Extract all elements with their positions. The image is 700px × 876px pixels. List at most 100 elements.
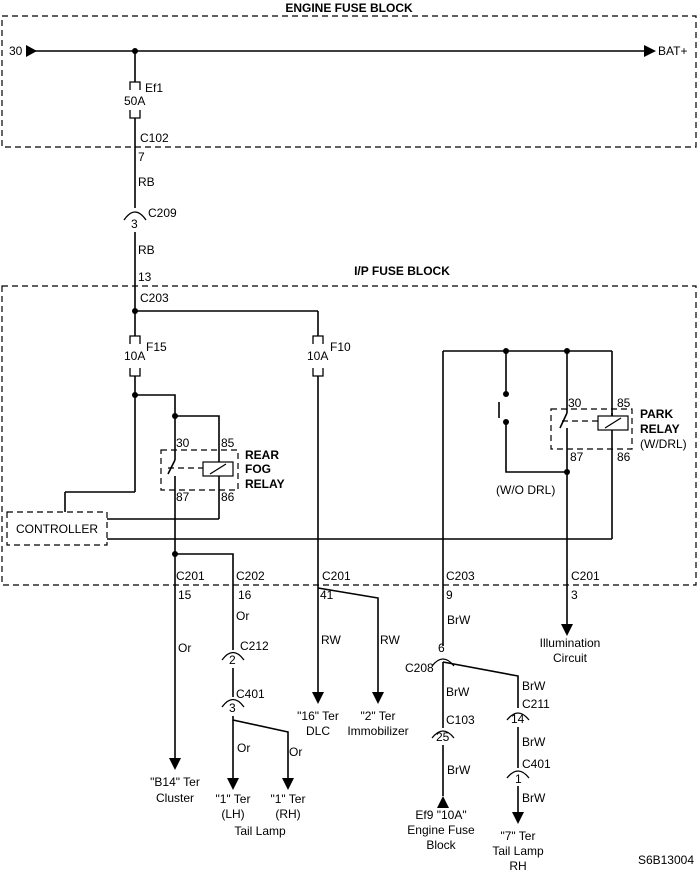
rear-fog-relay-label-3: RELAY xyxy=(245,477,285,491)
wire-color-or-1: Or xyxy=(178,641,191,655)
dest-tail-lh-1: "1" Ter xyxy=(216,792,251,806)
connector-c201-a: C201 xyxy=(176,569,205,583)
pin-25: 25 xyxy=(436,730,450,744)
connector-c201-b: C201 xyxy=(322,569,351,583)
connector-c211: C211 xyxy=(522,697,550,711)
pin-15: 15 xyxy=(178,588,192,602)
connector-c401-a-symbol xyxy=(221,698,245,708)
fuse-f10-rating: 10A xyxy=(307,349,328,363)
engine-fuse-block-outline xyxy=(1,15,697,148)
terminal-30-label: 30 xyxy=(9,44,23,58)
dest-ef9-2: Engine Fuse xyxy=(407,823,475,837)
connector-c201-c: C201 xyxy=(571,569,600,583)
wire-color-rb-2: RB xyxy=(138,243,155,257)
dest-tail-rh-1: "1" Ter xyxy=(271,792,306,806)
arrow-cluster xyxy=(169,758,181,770)
connector-c209: C209 xyxy=(148,206,177,220)
pin-14: 14 xyxy=(511,712,525,726)
wire-color-rb-1: RB xyxy=(138,175,155,189)
park-relay-label-3: (W/DRL) xyxy=(640,437,687,451)
park-relay-pin-30: 30 xyxy=(568,396,582,410)
dest-immobilizer-2: Immobilizer xyxy=(347,724,408,738)
rear-fog-relay-contact xyxy=(167,459,203,475)
pin-2: 2 xyxy=(229,653,236,667)
ip-fuse-block-title: I/P FUSE BLOCK xyxy=(354,264,450,278)
bat-plus-label: BAT+ xyxy=(658,44,687,58)
dest-cluster-1: "B14" Ter xyxy=(150,775,200,789)
rear-fog-relay-pin-87: 87 xyxy=(176,490,190,504)
dest-illumination-2: Circuit xyxy=(553,651,588,665)
ip-fuse-block-outline xyxy=(1,285,697,586)
connector-c401-b-symbol xyxy=(506,770,530,779)
dest-tail-rh-2: (RH) xyxy=(275,807,300,821)
fuse-f15-name: F15 xyxy=(146,340,167,354)
main-bus xyxy=(26,45,656,57)
rear-fog-relay-label-2: FOG xyxy=(245,462,271,476)
wire-color-or-4: Or xyxy=(289,745,302,759)
wire-color-or-3: Or xyxy=(237,741,250,755)
wire-color-brw-5: BrW xyxy=(522,735,546,749)
connector-c401-a: C401 xyxy=(236,687,265,701)
pin-9: 9 xyxy=(446,588,453,602)
park-relay-label-1: PARK xyxy=(640,407,673,421)
connector-c211-symbol xyxy=(506,712,530,721)
wire-color-brw-6: BrW xyxy=(522,791,546,805)
arrow-tail-lh xyxy=(227,778,239,790)
dest-immobilizer-1: "2" Ter xyxy=(361,709,396,723)
park-relay-pin-86: 86 xyxy=(617,450,631,464)
engine-fuse-block-title: ENGINE FUSE BLOCK xyxy=(285,1,413,15)
pin-1: 1 xyxy=(515,772,522,786)
arrow-tail-rh xyxy=(282,778,294,790)
connector-c202: C202 xyxy=(236,569,265,583)
fuse-ef1-rating: 50A xyxy=(124,94,145,108)
dest-tail-lamp-rh-3: RH xyxy=(509,859,526,873)
dest-dlc-2: DLC xyxy=(306,724,330,738)
connector-c209-symbol xyxy=(123,211,147,221)
park-relay-label-2: RELAY xyxy=(640,422,680,436)
park-relay-pin-87: 87 xyxy=(570,450,584,464)
dest-tail-lamp-rh-2: Tail Lamp xyxy=(492,844,544,858)
pin-6: 6 xyxy=(438,641,445,655)
rear-fog-relay-label-1: REAR xyxy=(245,448,279,462)
controller-box xyxy=(6,511,108,546)
connector-c212: C212 xyxy=(240,639,269,653)
rear-fog-relay-outline xyxy=(160,449,239,491)
connector-c401-b: C401 xyxy=(522,757,551,771)
wire-color-brw-2: BrW xyxy=(446,685,470,699)
rear-fog-relay-pin-30: 30 xyxy=(176,436,190,450)
connector-c203-bottom: C203 xyxy=(446,569,475,583)
pin-3b: 3 xyxy=(571,588,578,602)
figure-code: S6B13004 xyxy=(638,853,694,867)
arrow-ef9 xyxy=(437,796,449,808)
wire-color-brw-1: BrW xyxy=(447,613,471,627)
arrow-tail-lamp-rh xyxy=(512,812,524,824)
pin-3: 3 xyxy=(131,217,138,231)
park-relay-outline xyxy=(550,408,633,450)
pin-13: 13 xyxy=(138,270,152,284)
connector-c212-symbol xyxy=(221,651,245,661)
park-relay-pin-85: 85 xyxy=(617,396,631,410)
wire-color-brw-4: BrW xyxy=(447,763,471,777)
rear-fog-relay-pin-85: 85 xyxy=(221,436,235,450)
connector-c208: C208 xyxy=(405,661,434,675)
dest-ef9-1: Ef9 "10A" xyxy=(415,808,466,822)
arrow-dlc xyxy=(312,692,324,704)
arrow-illumination xyxy=(561,624,573,636)
pin-3c: 3 xyxy=(229,701,236,715)
wire-color-rw-1: RW xyxy=(321,633,341,647)
rear-fog-relay-pin-86: 86 xyxy=(221,490,235,504)
dest-dlc-1: "16" Ter xyxy=(297,709,339,723)
fuse-ef1-name: Ef1 xyxy=(145,81,163,95)
connector-c102: C102 xyxy=(140,131,169,145)
controller-label: CONTROLLER xyxy=(16,522,98,536)
pin-16: 16 xyxy=(238,588,252,602)
pin-41: 41 xyxy=(320,588,334,602)
dest-tail-lamp-rh-1: "7" Ter xyxy=(501,829,536,843)
wire-color-brw-3: BrW xyxy=(522,679,546,693)
fuse-f10-name: F10 xyxy=(330,340,351,354)
connector-c103: C103 xyxy=(446,713,475,727)
dest-illumination-1: Illumination xyxy=(540,636,601,650)
pin-7: 7 xyxy=(138,150,145,164)
dest-cluster-2: Cluster xyxy=(156,791,194,805)
